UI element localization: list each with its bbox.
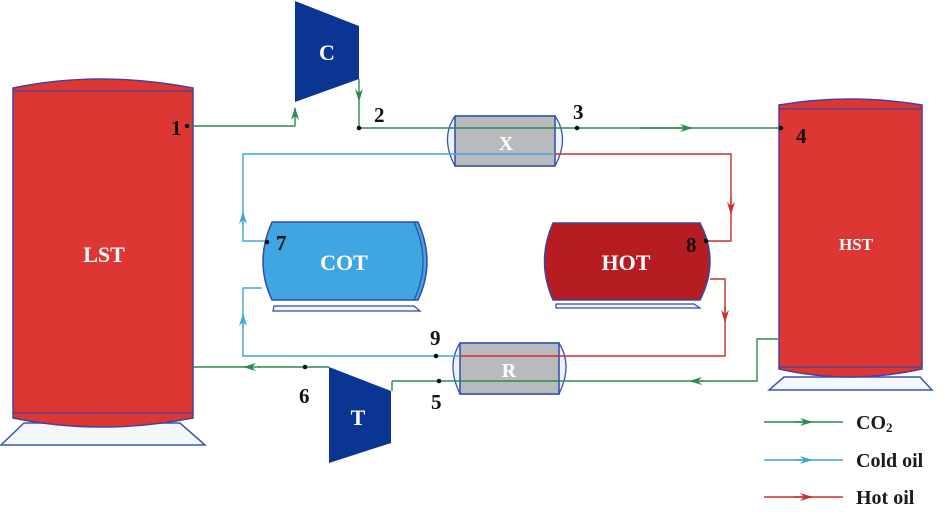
recuperator-r-label: R [502,360,517,382]
lst-tank: LST [0,78,207,446]
turbine-label: T [351,405,366,430]
hst-label: HST [839,235,874,254]
hot-label: HOT [602,250,651,275]
compressor-label: C [319,40,335,65]
cot-label: COT [320,250,368,275]
heat-exchanger-x-body [454,115,556,167]
state-point-1: 1 [171,116,182,140]
legend-item-co2: CO2 [764,412,893,435]
dot-6 [302,364,308,370]
legend: CO2 Cold oil Hot oil [764,412,924,509]
legend-label-co2: CO [856,412,886,434]
lst-label: LST [83,242,125,267]
cold-oil-lines [239,153,555,357]
turbine: T [329,367,391,463]
legend-item-cold-oil: Cold oil [764,450,924,472]
hot-oil-lines [460,153,735,357]
dot-5 [436,378,442,384]
dot-3 [574,125,580,131]
state-point-4: 4 [796,124,807,148]
compressor-shape [295,1,359,102]
state-point-dots [184,123,784,384]
co2-line-hst-to-r [700,338,779,382]
recuperator-r-body [459,342,560,395]
dot-7 [264,239,270,245]
hot-oil-line-x-to-hot [555,153,732,242]
state-point-9: 9 [430,326,441,350]
lst-body [12,78,194,428]
dot-4 [778,125,784,131]
co2-lines [187,79,782,391]
cot-body [262,221,428,301]
legend-item-hot-oil: Hot oil [764,487,915,509]
hst-body [778,98,923,378]
dot-9 [433,353,439,359]
state-point-2: 2 [374,103,385,127]
dot-2 [356,125,362,131]
compressor: C [295,1,359,102]
cot-tank: COT [262,221,428,312]
hst-tank: HST [766,98,934,391]
svg-text:CO2: CO2 [856,412,893,435]
state-point-7: 7 [276,231,287,255]
dot-8 [703,238,709,244]
legend-label-cold-oil: Cold oil [856,450,924,472]
dot-1 [184,123,190,129]
co2-line-1-to-c [187,107,299,127]
hst-support [766,376,934,391]
state-point-3: 3 [573,100,584,124]
legend-label-hot-oil: Hot oil [856,487,915,509]
cot-support [272,305,422,312]
state-point-5: 5 [431,390,442,414]
state-point-8: 8 [686,233,697,257]
heat-exchanger-x-label: X [499,133,514,155]
state-point-6: 6 [299,384,310,408]
cold-oil-line-cot-to-x [242,153,455,242]
hot-support [555,303,702,309]
turbine-shape [329,367,391,463]
legend-subscript-co2: 2 [886,420,893,435]
